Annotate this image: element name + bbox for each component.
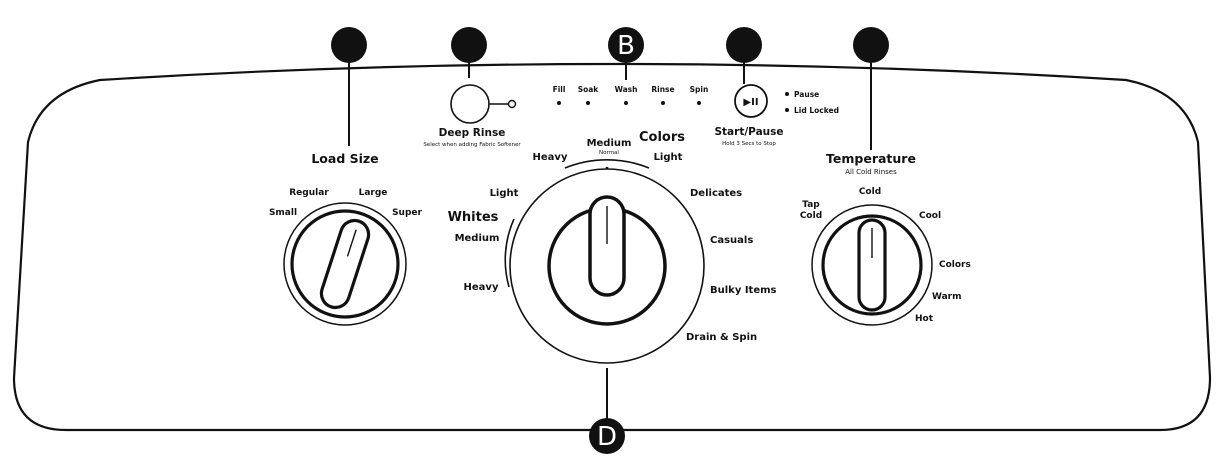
colors-option-normal: Normal bbox=[599, 150, 619, 156]
load-size-knob[interactable] bbox=[283, 202, 407, 326]
temperature-option-cold: Cold bbox=[859, 187, 881, 197]
colors-title: Colors bbox=[639, 130, 685, 145]
play-pause-icon: ▶II bbox=[743, 97, 758, 108]
cycle-knob-handle[interactable] bbox=[588, 195, 626, 297]
colors-group-arc bbox=[564, 159, 650, 169]
whites-option-medium: Medium bbox=[455, 233, 500, 244]
start-pause-button-circle[interactable] bbox=[734, 84, 768, 118]
temperature-knob[interactable] bbox=[811, 204, 933, 326]
deep-rinse-indicator-light bbox=[507, 99, 517, 109]
callout-d bbox=[589, 418, 625, 454]
temperature-option-colors: Colors bbox=[939, 260, 971, 270]
cycle-selector-knob[interactable] bbox=[509, 168, 705, 364]
panel-outline bbox=[12, 62, 1212, 432]
status-light-fill bbox=[557, 101, 561, 105]
temperature-subtitle: All Cold Rinses bbox=[845, 168, 897, 176]
status-label-rinse: Rinse bbox=[651, 85, 674, 94]
status-label-fill: Fill bbox=[553, 85, 566, 94]
lid-locked-status-light bbox=[785, 108, 789, 112]
status-light-wash bbox=[624, 101, 628, 105]
whites-option-heavy: Heavy bbox=[464, 282, 499, 293]
load-size-knob-pointer bbox=[346, 229, 357, 257]
whites-group-arc bbox=[504, 218, 515, 288]
colors-option-heavy: Heavy bbox=[533, 152, 568, 163]
status-label-wash: Wash bbox=[615, 85, 638, 94]
status-light-spin bbox=[697, 101, 701, 105]
status-light-soak bbox=[586, 101, 590, 105]
temperature-option-warm: Warm bbox=[932, 292, 962, 302]
status-label-soak: Soak bbox=[578, 85, 600, 94]
callout-dot-load-size bbox=[331, 27, 367, 63]
colors-option-medium: Medium bbox=[587, 138, 632, 149]
pause-status-light bbox=[785, 92, 789, 96]
temperature-option-hot: Hot bbox=[915, 314, 934, 324]
start-pause-label: Start/Pause bbox=[714, 126, 783, 138]
status-light-rinse bbox=[661, 101, 665, 105]
load-size-option-large: Large bbox=[359, 188, 388, 198]
callout-dot-temperature bbox=[853, 27, 889, 63]
temperature-option-tap: Tap bbox=[802, 200, 820, 210]
deep-rinse-label: Deep Rinse bbox=[439, 127, 506, 139]
load-size-option-regular: Regular bbox=[289, 188, 329, 198]
whites-option-light: Light bbox=[490, 188, 519, 199]
cycle-option-drain-spin: Drain & Spin bbox=[686, 332, 757, 343]
deep-rinse-button[interactable] bbox=[450, 84, 517, 124]
temperature-option-cool: Cool bbox=[919, 211, 941, 221]
deep-rinse-button-circle[interactable] bbox=[450, 84, 490, 124]
load-size-option-super: Super bbox=[392, 208, 422, 218]
start-pause-hint: Hold 3 Secs to Stop bbox=[722, 141, 776, 147]
lid-locked-status-label: Lid Locked bbox=[794, 106, 839, 115]
deep-rinse-hint: Select when adding Fabric Softener bbox=[423, 142, 521, 148]
callout-d-letter: D bbox=[597, 422, 617, 452]
whites-title: Whites bbox=[448, 210, 499, 225]
load-size-option-small: Small bbox=[269, 208, 297, 218]
temperature-option-tap-cold: Cold bbox=[800, 211, 822, 221]
callout-dot-start-pause bbox=[726, 27, 762, 63]
cycle-option-bulky-items: Bulky Items bbox=[710, 285, 777, 296]
callout-b bbox=[608, 27, 644, 63]
status-label-spin: Spin bbox=[690, 85, 709, 94]
load-size-knob-handle[interactable] bbox=[318, 217, 372, 311]
cycle-status-lights: Fill Soak Wash Rinse Spin bbox=[553, 85, 709, 105]
colors-option-light: Light bbox=[654, 152, 683, 163]
pause-status-label: Pause bbox=[794, 90, 819, 99]
temperature-title: Temperature bbox=[826, 151, 916, 166]
temperature-knob-handle[interactable] bbox=[857, 218, 887, 312]
callout-b-letter: B bbox=[617, 31, 635, 61]
callout-dot-deep-rinse bbox=[451, 27, 487, 63]
cycle-option-casuals: Casuals bbox=[710, 235, 753, 246]
load-size-title: Load Size bbox=[311, 151, 378, 166]
cycle-option-delicates: Delicates bbox=[690, 188, 742, 199]
start-pause-button[interactable]: ▶II bbox=[734, 84, 768, 118]
